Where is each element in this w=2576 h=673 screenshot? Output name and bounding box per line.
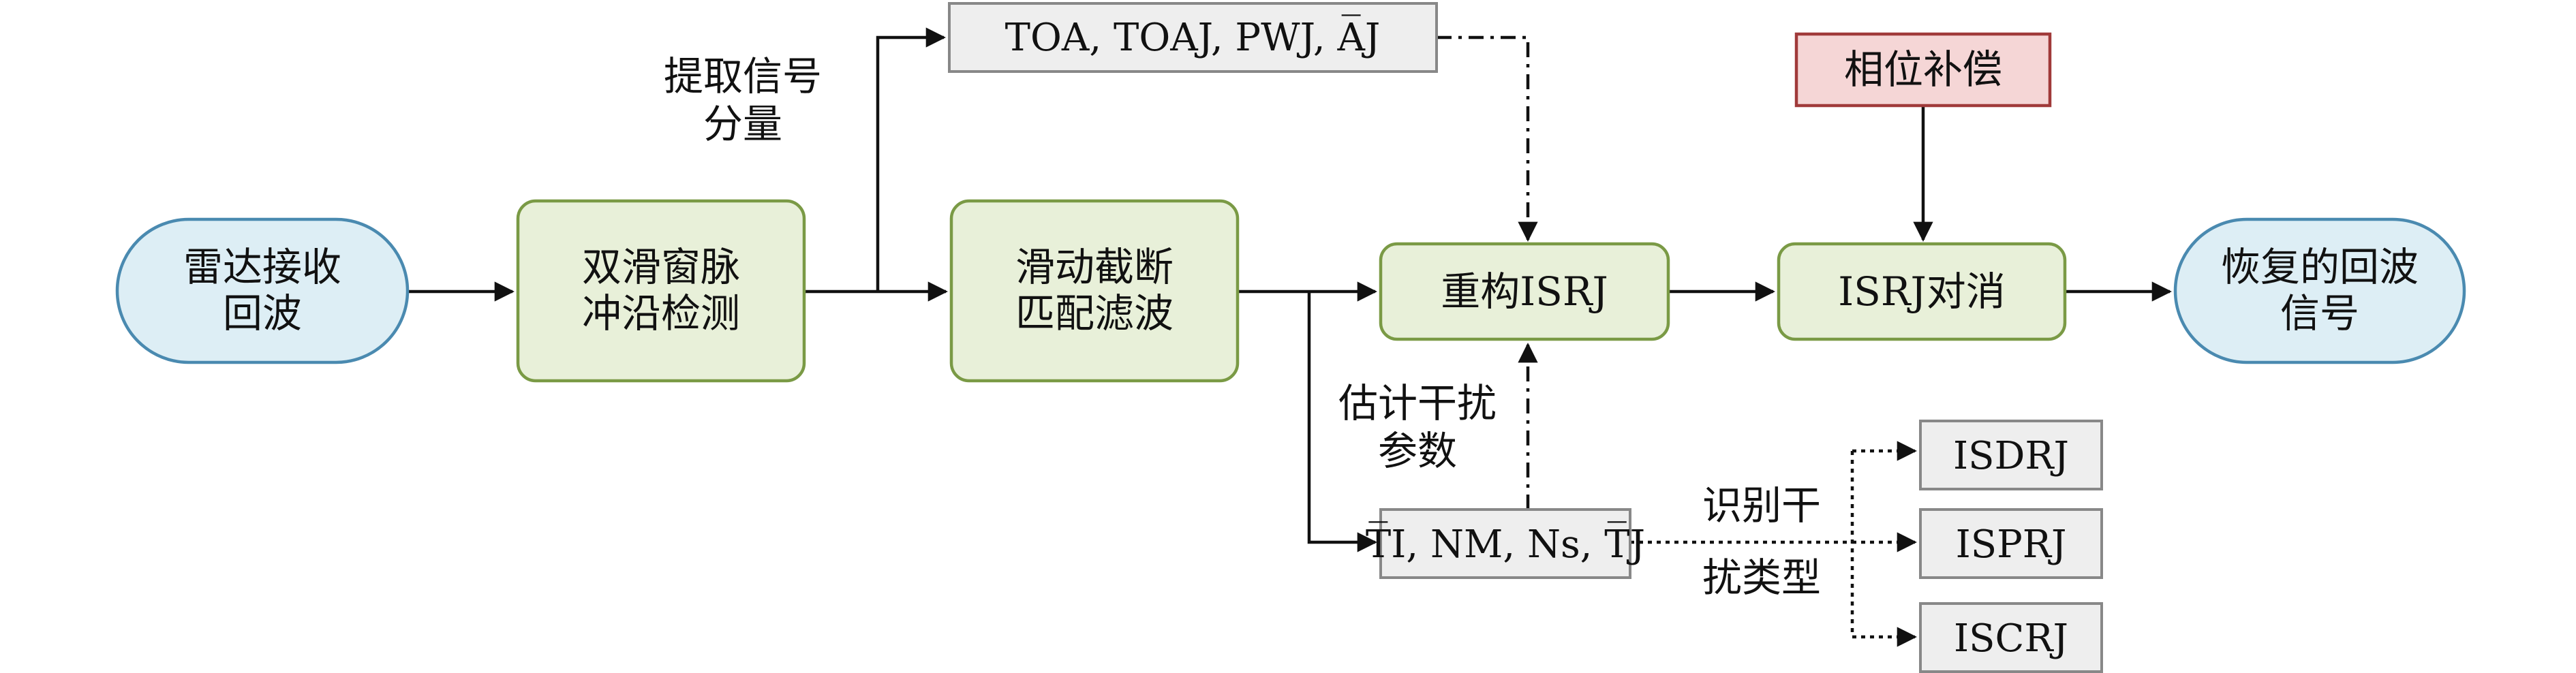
process-shape	[1777, 242, 2067, 341]
node-type-isprj: ISPRJ	[1919, 508, 2103, 579]
label-identify: 识别干 扰类型	[1702, 482, 1821, 601]
recovered-line1: 恢复的回波	[2221, 244, 2419, 290]
param-shape	[948, 2, 1438, 73]
estimate-line1: 估计干扰	[1338, 380, 1497, 426]
isprj-label: ISPRJ	[1956, 522, 2067, 567]
node-type-iscrj: ISCRJ	[1919, 602, 2103, 673]
param-shape	[1919, 508, 2103, 579]
arrow-detect-to-signal-params	[876, 27, 946, 292]
arrow-filter-to-jam-params	[1307, 292, 1377, 552]
node-reconstruct: 重构ISRJ	[1379, 242, 1670, 341]
cancel-label: ISRJ对消	[1838, 268, 2006, 315]
node-radar-echo: 雷达接收 回波	[115, 217, 410, 364]
param-shape	[1379, 508, 1631, 579]
node-cancel: ISRJ对消	[1777, 242, 2067, 341]
iscrj-label: ISCRJ	[1954, 616, 2068, 661]
process-shape	[1379, 242, 1670, 341]
isdrj-label: ISDRJ	[1953, 434, 2069, 478]
param-shape	[1919, 420, 2103, 490]
estimate-line2: 参数	[1378, 428, 1457, 474]
matched-filter-line1: 滑动截断	[1015, 244, 1174, 290]
label-estimate: 估计干扰 参数	[1338, 380, 1497, 474]
node-jam-params: T̅I, NM, Ns, T̅J	[1366, 508, 1645, 579]
phase-shape	[1794, 32, 2052, 108]
edge-detect-line1: 双滑窗脉	[582, 244, 740, 290]
process-shape	[949, 199, 1240, 383]
connectors	[408, 27, 2172, 647]
node-matched-filter: 滑动截断 匹配滤波	[949, 199, 1240, 383]
signal-params-label: TOA, TOAJ, PWJ, A̅J	[1005, 14, 1381, 60]
terminal-shape	[2173, 217, 2466, 364]
extract-line2: 分量	[703, 101, 782, 147]
node-signal-params: TOA, TOAJ, PWJ, A̅J	[948, 2, 1438, 73]
matched-filter-line2: 匹配滤波	[1015, 290, 1174, 336]
radar-echo-line1: 雷达接收	[183, 244, 341, 290]
process-shape	[516, 199, 806, 383]
phase-comp-label: 相位补偿	[1844, 46, 2002, 93]
param-shape	[1919, 602, 2103, 673]
node-edge-detect: 双滑窗脉 冲沿检测	[516, 199, 806, 383]
identify-line1: 识别干	[1702, 482, 1821, 529]
terminal-shape	[115, 217, 410, 364]
reconstruct-label: 重构ISRJ	[1441, 268, 1608, 315]
arrow-signal-params-to-reconstruct	[1437, 35, 1538, 242]
recovered-line2: 信号	[2280, 290, 2359, 336]
node-recovered: 恢复的回波 信号	[2173, 217, 2466, 364]
radar-echo-line2: 回波	[223, 290, 302, 336]
extract-line1: 提取信号	[664, 53, 822, 99]
jam-params-label: T̅I, NM, Ns, T̅J	[1366, 521, 1645, 567]
node-type-isdrj: ISDRJ	[1919, 420, 2103, 490]
node-phase-comp: 相位补偿	[1794, 32, 2052, 108]
identify-line2: 扰类型	[1702, 554, 1821, 601]
label-extract: 提取信号 分量	[664, 53, 822, 147]
edge-detect-line2: 冲沿检测	[582, 290, 740, 336]
